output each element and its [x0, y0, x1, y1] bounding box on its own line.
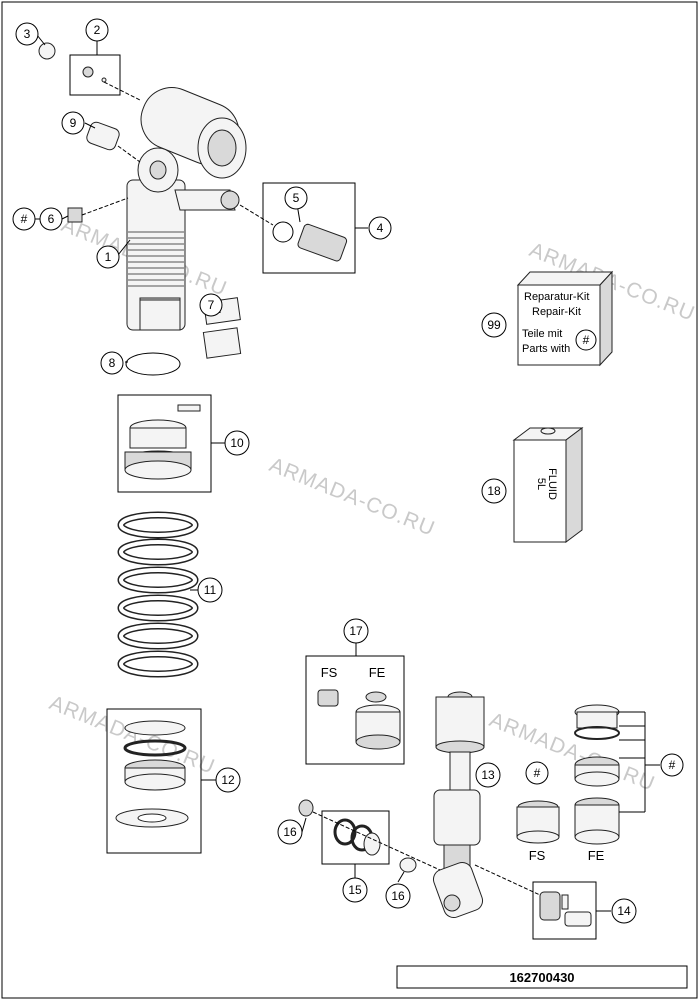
- callout-1: 1: [96, 245, 120, 269]
- svg-text:14: 14: [617, 904, 631, 918]
- part-17-box: [305, 655, 405, 765]
- repair-kit-parts-en: Parts with: [522, 343, 570, 355]
- label-fs: FS: [529, 848, 546, 863]
- svg-text:16: 16: [283, 825, 297, 839]
- decal-part: [202, 327, 242, 359]
- svg-text:12: 12: [221, 773, 235, 787]
- svg-text:99: 99: [487, 318, 501, 332]
- bushing-part: [86, 121, 120, 151]
- svg-text:8: 8: [109, 356, 116, 370]
- callout-16: 16: [385, 883, 411, 909]
- callout-15: 15: [342, 877, 368, 903]
- callout-7: 7: [199, 293, 223, 317]
- repair-kit-box: Reparatur-Kit Repair-Kit Teile mit Parts…: [516, 270, 614, 367]
- valve-part: [82, 66, 94, 78]
- svg-text:#: #: [534, 766, 541, 780]
- label-fe: FE: [588, 848, 605, 863]
- fluid-label: FLUID: [546, 468, 558, 500]
- part-2-box: [69, 54, 121, 96]
- svg-text:5: 5: [293, 191, 300, 205]
- svg-text:#: #: [669, 758, 676, 772]
- svg-text:17: 17: [349, 624, 363, 638]
- repair-kit-label-en: Repair-Kit: [532, 306, 581, 318]
- callout-11: 11: [197, 577, 223, 603]
- repair-kit-parts-de: Teile mit: [522, 328, 562, 340]
- callout-16: 16: [277, 819, 303, 845]
- damper-rod-part: [432, 691, 485, 919]
- callout-9: 9: [61, 111, 85, 135]
- svg-text:10: 10: [230, 436, 244, 450]
- callout-hash: #: [525, 761, 549, 785]
- svg-text:11: 11: [204, 583, 217, 597]
- label-fe: FE: [369, 665, 386, 680]
- diagram-code: 162700430: [509, 970, 574, 985]
- callout-2: 2: [85, 18, 109, 42]
- fluid-can: FLUID 5L: [512, 427, 584, 543]
- watermark: ARMADA-CO.RU: [266, 453, 438, 540]
- callout-18: 18: [481, 478, 507, 504]
- callout-6: 6: [39, 207, 63, 231]
- callout-12: 12: [215, 767, 241, 793]
- callout-4: 4: [368, 216, 392, 240]
- callout-10: 10: [224, 430, 250, 456]
- svg-text:9: 9: [70, 116, 77, 130]
- svg-text:4: 4: [377, 221, 384, 235]
- callout-17: 17: [343, 618, 369, 644]
- bracket-lines: [617, 711, 660, 813]
- part-12-box: [106, 708, 202, 854]
- oring-part: [272, 221, 294, 243]
- label-fs: FS: [321, 665, 338, 680]
- svg-text:3: 3: [24, 27, 31, 41]
- svg-text:1: 1: [105, 250, 112, 264]
- callouts: 3 2 9 # 6 1 5 4 7 8 99 10 18 11 17 12 13…: [12, 18, 684, 924]
- decal-part: [139, 299, 181, 331]
- callout-5: 5: [284, 186, 308, 210]
- svg-text:13: 13: [481, 768, 495, 782]
- oring-small-part: [101, 77, 107, 83]
- svg-text:6: 6: [48, 212, 55, 226]
- repair-kit-hash: #: [583, 333, 590, 347]
- svg-text:#: #: [21, 212, 28, 226]
- watermark: ARMADA-CO.RU: [486, 708, 658, 795]
- callout-hash: #: [12, 207, 36, 231]
- callout-14: 14: [611, 898, 637, 924]
- svg-text:7: 7: [208, 298, 215, 312]
- svg-text:18: 18: [487, 484, 501, 498]
- repair-kit-label-de: Reparatur-Kit: [524, 291, 589, 303]
- callout-hash: #: [660, 753, 684, 777]
- cap-part: [38, 42, 56, 60]
- valve-body-part: [297, 223, 348, 262]
- svg-text:15: 15: [348, 883, 362, 897]
- callout-8: 8: [100, 351, 124, 375]
- shock-absorber-drawing: [126, 87, 247, 331]
- diagram-code-box: [396, 965, 688, 989]
- spring-part: [116, 510, 200, 678]
- callout-99: 99: [481, 312, 507, 338]
- svg-text:2: 2: [94, 23, 101, 37]
- bolt-part: [67, 207, 83, 223]
- circlip-part: [125, 352, 181, 376]
- fluid-volume: 5L: [535, 478, 547, 490]
- cup-parts: [516, 704, 620, 845]
- svg-text:16: 16: [391, 889, 405, 903]
- callout-3: 3: [15, 22, 39, 46]
- callout-13: 13: [475, 762, 501, 788]
